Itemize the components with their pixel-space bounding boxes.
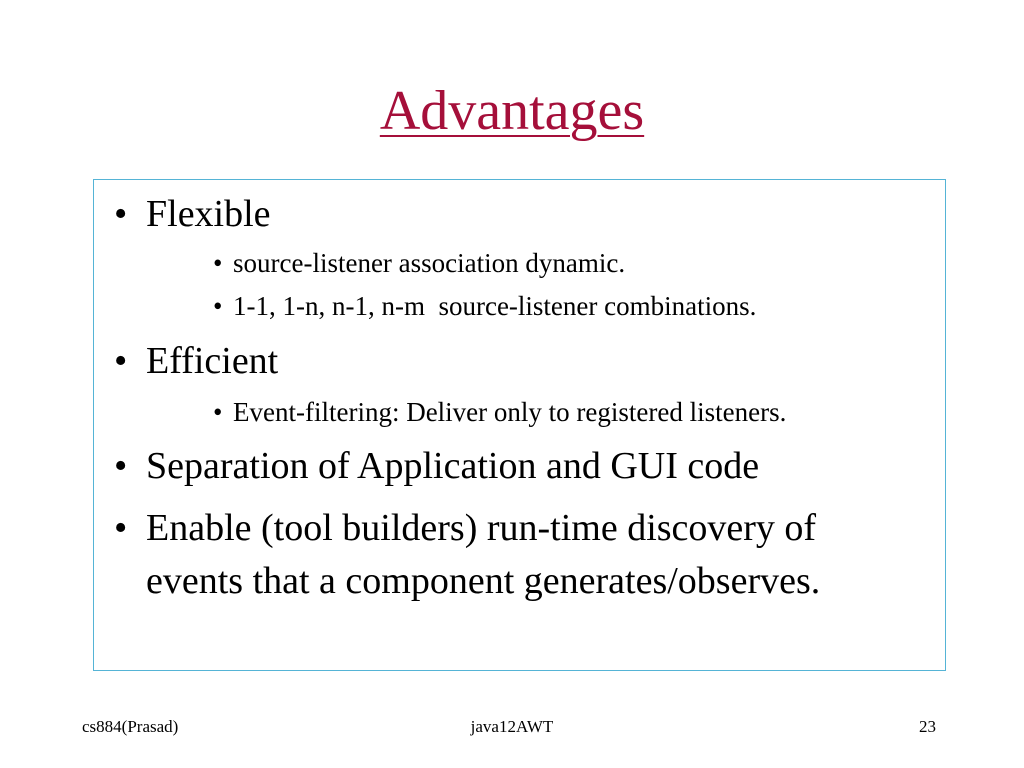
content-box: • Flexible • source-listener association… bbox=[93, 179, 946, 671]
bullet-text: Efficient bbox=[146, 340, 279, 382]
bullet-icon: • bbox=[213, 248, 223, 278]
bullet-icon: • bbox=[114, 507, 128, 549]
bullet-text: Enable (tool builders) run-time discover… bbox=[146, 507, 821, 602]
bullet-icon: • bbox=[114, 193, 128, 235]
bullet-icon: • bbox=[114, 340, 128, 382]
bullet-icon: • bbox=[114, 445, 128, 487]
bullet-item-efficient: • Efficient bbox=[114, 335, 914, 388]
bullet-text: Event-filtering: Deliver only to registe… bbox=[233, 397, 787, 427]
sub-bullet-item: • 1-1, 1-n, n-1, n-m source-listener com… bbox=[213, 288, 933, 324]
bullet-icon: • bbox=[213, 291, 223, 321]
bullet-item-discovery: • Enable (tool builders) run-time discov… bbox=[114, 502, 904, 608]
slide-title: Advantages bbox=[379, 80, 645, 142]
sub-bullet-item: • Event-filtering: Deliver only to regis… bbox=[213, 394, 933, 430]
footer-page-number: 23 bbox=[919, 717, 936, 736]
footer-center: java12AWT bbox=[470, 717, 554, 736]
sub-bullet-item: • source-listener association dynamic. bbox=[213, 245, 933, 281]
bullet-text: source-listener association dynamic. bbox=[233, 248, 626, 278]
bullet-text: 1-1, 1-n, n-1, n-m source-listener combi… bbox=[233, 291, 757, 321]
bullet-item-flexible: • Flexible bbox=[114, 188, 914, 241]
footer-left: cs884(Prasad) bbox=[82, 717, 179, 736]
bullet-icon: • bbox=[213, 397, 223, 427]
bullet-text: Separation of Application and GUI code bbox=[146, 445, 760, 487]
bullet-text: Flexible bbox=[146, 193, 271, 235]
bullet-item-separation: • Separation of Application and GUI code bbox=[114, 440, 914, 493]
